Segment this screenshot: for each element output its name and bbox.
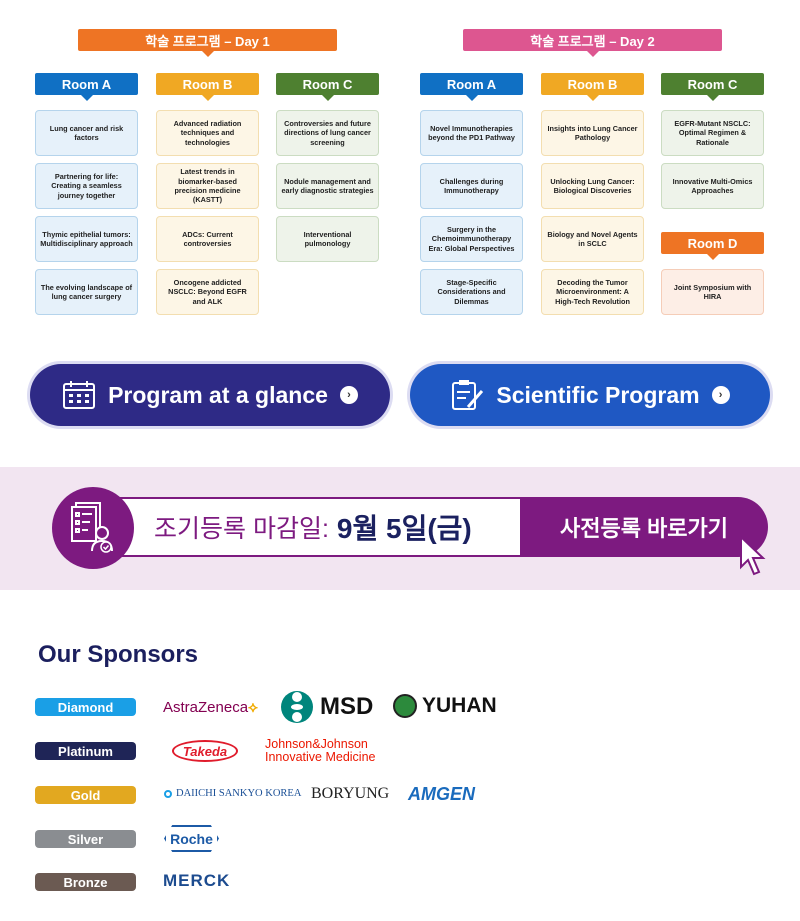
program-at-a-glance-label: Program at a glance [108, 381, 328, 408]
daiichi-sankyo-logo[interactable]: DAIICHI SANKYO KOREA [164, 788, 301, 799]
msd-logo[interactable]: MSD [280, 690, 373, 724]
session-card[interactable]: Controversies and future directions of l… [276, 110, 379, 156]
msd-symbol-icon [281, 691, 313, 723]
session-card[interactable]: Innovative Multi-Omics Approaches [661, 163, 764, 209]
jnj-text: Johnson&Johnson [265, 737, 368, 751]
day2-room-a: Room A [420, 73, 523, 101]
tier-silver: Silver [35, 830, 136, 848]
sponsors-title: Our Sponsors [38, 641, 199, 668]
astrazeneca-text: AstraZeneca [163, 699, 249, 716]
day1-room-b: Room B [156, 73, 259, 101]
session-card[interactable]: Unlocking Lung Cancer: Biological Discov… [541, 163, 644, 209]
session-card[interactable]: Joint Symposium with HIRA [661, 269, 764, 315]
boryung-logo[interactable]: BORYUNG [311, 785, 390, 802]
yuhan-tree-icon [393, 694, 417, 718]
yuhan-logo[interactable]: YUHAN [393, 694, 497, 718]
tier-bronze: Bronze [35, 873, 136, 891]
deadline-box: 조기등록 마감일: 9월 5일(금) [110, 499, 520, 555]
session-card[interactable]: Challenges during Immunotherapy [420, 163, 523, 209]
session-card[interactable]: Oncogene addicted NSCLC: Beyond EGFR and… [156, 269, 259, 315]
astrazeneca-symbol-icon: ⟡ [248, 699, 258, 716]
session-card[interactable]: Surgery in the Chemoimmunotherapy Era: G… [420, 216, 523, 262]
astrazeneca-logo[interactable]: AstraZeneca⟡ [163, 699, 258, 716]
session-card[interactable]: The evolving landscape of lung cancer su… [35, 269, 138, 315]
session-card[interactable]: Interventional pulmonology [276, 216, 379, 262]
tier-platinum: Platinum [35, 742, 136, 760]
day2-room-b: Room B [541, 73, 644, 101]
tier-gold: Gold [35, 786, 136, 804]
registration-form-icon [52, 487, 134, 569]
tier-diamond: Diamond [35, 698, 136, 716]
calendar-icon [63, 381, 96, 409]
session-card[interactable]: Advanced radiation techniques and techno… [156, 110, 259, 156]
day2-room-d: Room D [661, 232, 764, 260]
scientific-program-button[interactable]: Scientific Program › [410, 364, 770, 426]
session-card[interactable]: Biology and Novel Agents in SCLC [541, 216, 644, 262]
amgen-logo[interactable]: AMGEN [408, 784, 475, 804]
session-card[interactable]: Nodule management and early diagnostic s… [276, 163, 379, 209]
takeda-logo[interactable]: Takeda [172, 740, 238, 762]
merck-logo[interactable]: MERCK [163, 871, 231, 890]
jnj-subtext: Innovative Medicine [265, 750, 376, 765]
day1-room-a: Room A [35, 73, 138, 101]
pre-registration-button[interactable]: 사전등록 바로가기 [559, 516, 729, 541]
chevron-right-icon: › [711, 386, 730, 404]
deadline-date: 9월 5일(금) [336, 513, 472, 544]
yuhan-text: YUHAN [422, 694, 497, 717]
session-card[interactable]: Lung cancer and risk factors [35, 110, 138, 156]
registration-banner: 조기등록 마감일: 9월 5일(금) 사전등록 바로가기 [0, 467, 800, 590]
msd-text: MSD [320, 693, 374, 720]
daiichi-text: DAIICHI SANKYO KOREA [176, 788, 302, 799]
session-card[interactable]: Insights into Lung Cancer Pathology [541, 110, 644, 156]
session-card[interactable]: Stage-Specific Considerations and Dilemm… [420, 269, 523, 315]
day2-header: 학술 프로그램 – Day 2 [463, 29, 722, 57]
session-card[interactable]: Latest trends in biomarker-based precisi… [156, 163, 259, 209]
session-card[interactable]: Decoding the Tumor Microenvironment: A H… [541, 269, 644, 315]
daiichi-symbol-icon [164, 789, 172, 798]
session-card[interactable]: Novel Immunotherapies beyond the PD1 Pat… [420, 110, 523, 156]
session-card[interactable]: ADCs: Current controversies [156, 216, 259, 262]
session-card[interactable]: Partnering for life: Creating a seamless… [35, 163, 138, 209]
chevron-right-icon: › [339, 386, 358, 404]
clipboard-pen-icon [452, 380, 484, 410]
deadline-label: 조기등록 마감일: [154, 515, 329, 543]
day1-room-c: Room C [276, 73, 379, 101]
roche-logo[interactable]: Roche [164, 825, 219, 852]
session-card[interactable]: EGFR-Mutant NSCLC: Optimal Regimen & Rat… [661, 110, 764, 156]
session-card[interactable]: Thymic epithelial tumors: Multidisciplin… [35, 216, 138, 262]
day2-room-c: Room C [661, 73, 764, 101]
cursor-icon [740, 535, 766, 576]
program-at-a-glance-button[interactable]: Program at a glance › [30, 364, 390, 426]
day1-header: 학술 프로그램 – Day 1 [78, 29, 337, 57]
scientific-program-label: Scientific Program [496, 381, 700, 408]
